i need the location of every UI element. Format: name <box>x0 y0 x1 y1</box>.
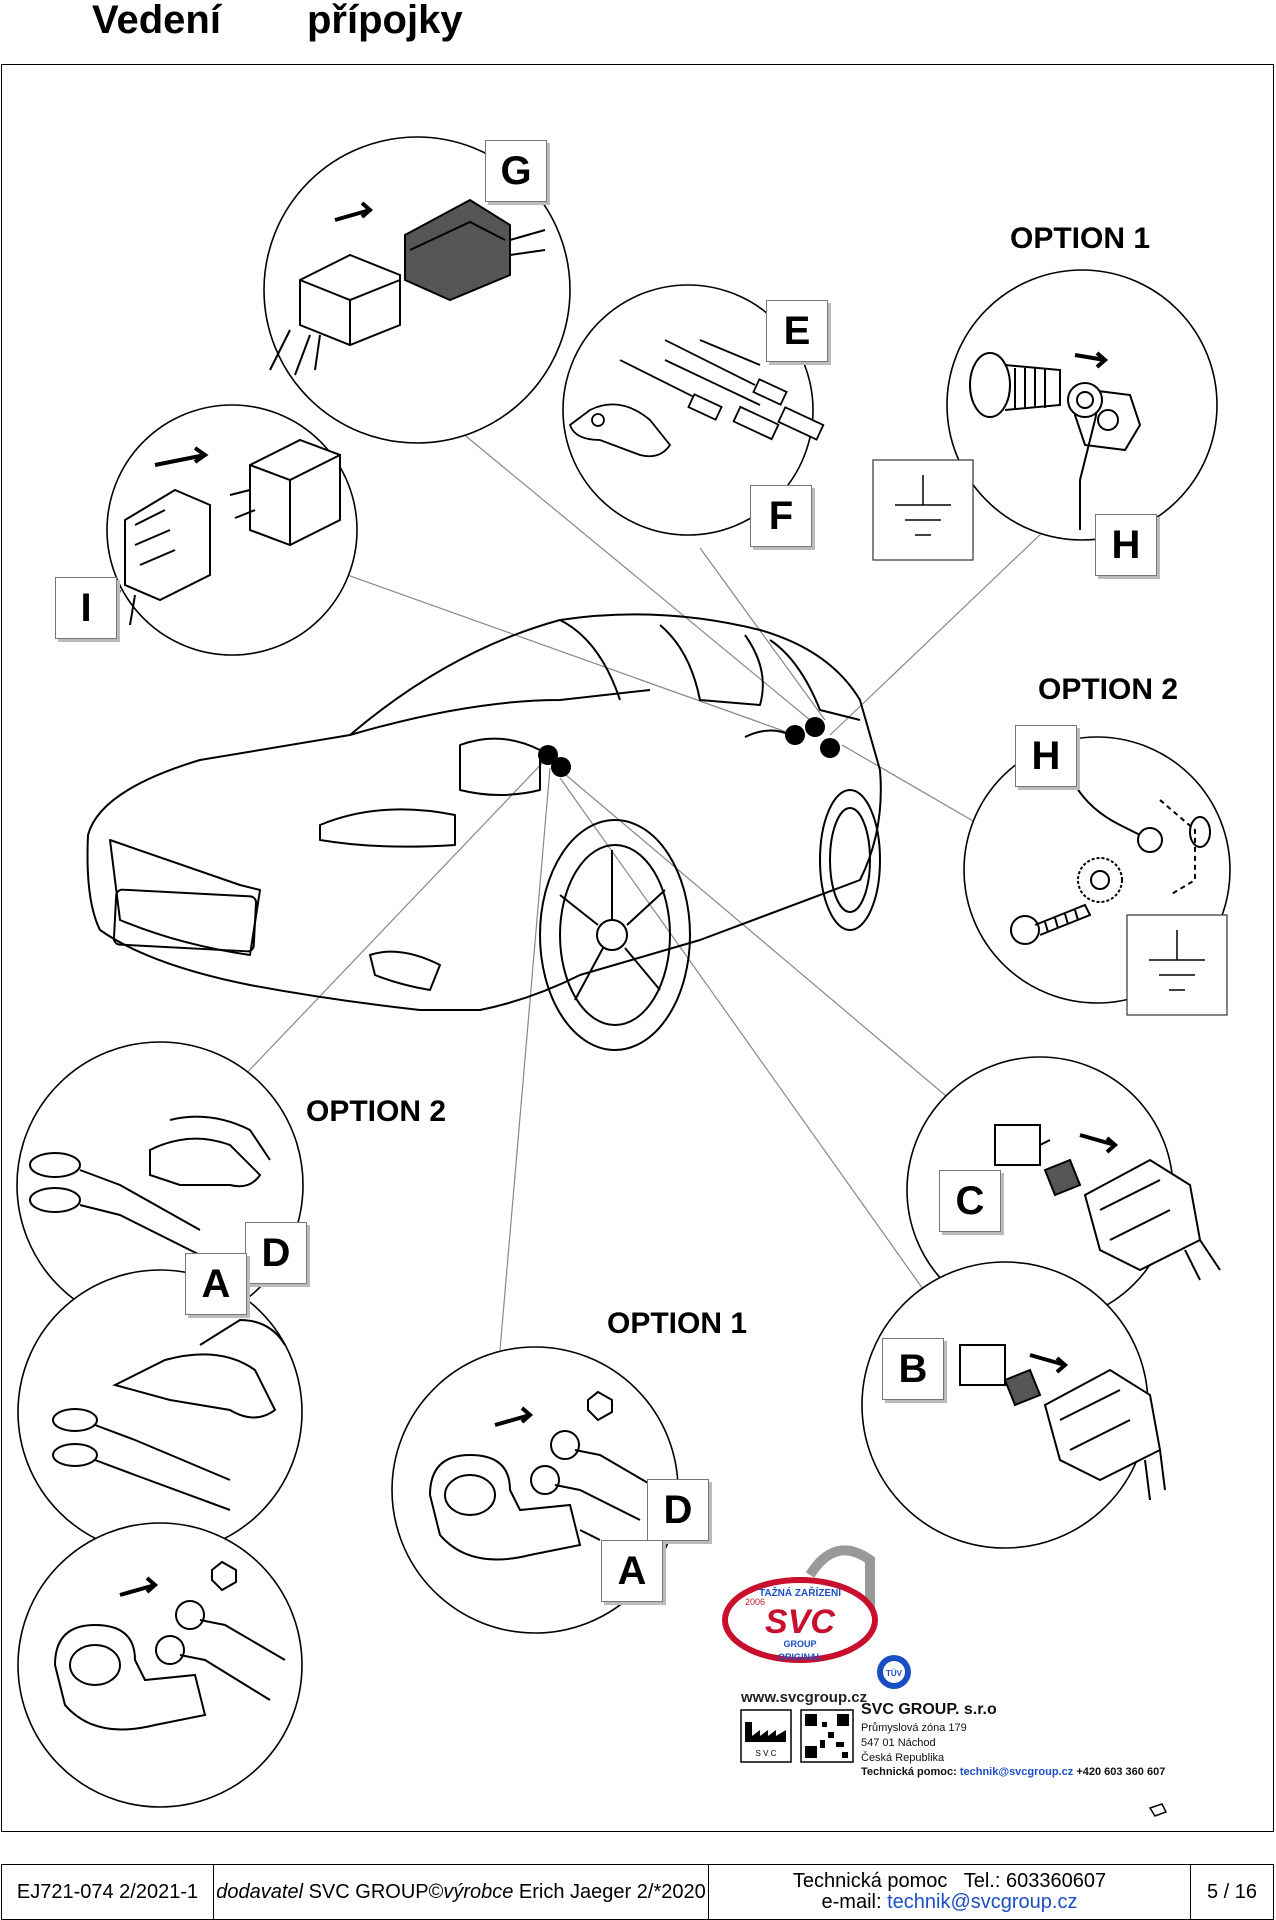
page-footer: EJ721-074 2/2021-1 dodavatel SVC GROUP©v… <box>1 1864 1274 1920</box>
brand-contact: Technická pomoc: technik@svcgroup.cz +42… <box>861 1766 1165 1778</box>
detail-option2-left-ring <box>53 1560 286 1731</box>
label-f: F <box>750 485 812 547</box>
detail-option1-center-rings <box>428 1390 661 1561</box>
footer-help: Technická pomoc Tel.: 603360607 e-mail: … <box>709 1865 1191 1919</box>
label-a-center: A <box>601 1540 663 1602</box>
car-illustration <box>86 613 882 1051</box>
label-i: I <box>55 577 117 639</box>
option2-left-caption: OPTION 2 <box>306 1095 447 1128</box>
label-b: B <box>882 1338 944 1400</box>
footer-maker-prefix: výrobce <box>443 1880 514 1903</box>
svc-logo: SVC TAŽNÁ ZAŘÍZENÍ GROUP ORIGINAL 2006 T… <box>722 1545 911 1689</box>
detail-option2-left-cut <box>29 1115 271 1256</box>
label-d-left: D <box>245 1222 307 1284</box>
label-h-option1: H <box>1095 514 1157 576</box>
footer-supplier-name: SVC GROUP© <box>303 1880 444 1903</box>
footer-supplier: dodavatel SVC GROUP©výrobce Erich Jaeger… <box>214 1865 709 1919</box>
qr-code <box>800 1709 854 1763</box>
detail-circle-ef <box>562 284 814 536</box>
label-e: E <box>766 300 828 362</box>
footer-supplier-prefix: dodavatel <box>216 1880 304 1903</box>
small-mark-icon <box>1148 1803 1168 1817</box>
leader-lines <box>239 389 1046 1351</box>
detail-i-relay <box>109 438 341 626</box>
option2-right-caption: OPTION 2 <box>1038 673 1179 706</box>
detail-h-option1-bolt <box>969 351 1142 530</box>
logo-group-text: GROUP <box>783 1639 816 1649</box>
diagram-frame <box>1 64 1274 1832</box>
option1-top-caption: OPTION 1 <box>1010 222 1151 255</box>
title-word-1: Vedení <box>92 0 221 42</box>
logo-svc-text: SVC <box>765 1603 835 1641</box>
detail-c-connector <box>994 1124 1221 1281</box>
factory-letters: S V C <box>756 1749 777 1758</box>
logo-arc-top: TAŽNÁ ZAŘÍZENÍ <box>759 1586 841 1599</box>
detail-b-connector <box>959 1344 1166 1501</box>
label-d-center: D <box>647 1479 709 1541</box>
logo-year-text: 2006 <box>745 1597 765 1607</box>
brand-contact-phone: +420 603 360 607 <box>1076 1766 1166 1778</box>
detail-circle-g <box>263 136 571 444</box>
brand-address1: Průmyslová zóna 179 <box>861 1722 967 1734</box>
option1-center-caption: OPTION 1 <box>607 1307 748 1340</box>
footer-doc-code: EJ721-074 2/2021-1 <box>2 1865 214 1919</box>
ground-symbol-option1 <box>872 459 974 561</box>
label-h-option2: H <box>1015 725 1077 787</box>
footer-help-phone: Technická pomoc Tel.: 603360607 <box>792 1870 1107 1892</box>
brand-address2: 547 01 Náchod <box>861 1737 936 1749</box>
detail-option2-left-crimp <box>52 1318 286 1511</box>
tuv-text: TÜV <box>886 1669 903 1678</box>
footer-page-number: 5 / 16 <box>1206 1880 1258 1903</box>
label-g: G <box>485 140 547 202</box>
brand-company: SVC GROUP. s.r.o <box>861 1701 997 1718</box>
detail-h-option2-screw <box>1010 784 1211 945</box>
footer-help-email-line: e-mail: technik@svcgroup.cz <box>822 1892 1078 1913</box>
footer-maker-name: Erich Jaeger 2/*2020 <box>513 1880 706 1903</box>
footer-help-email-link[interactable]: technik@svcgroup.cz <box>887 1891 1078 1913</box>
brand-country: Česká Republika <box>861 1752 945 1764</box>
brand-website: www.svcgroup.cz <box>741 1689 868 1706</box>
label-c: C <box>939 1170 1001 1232</box>
detail-g-connectors <box>269 198 546 376</box>
factory-icon: S V C <box>740 1709 792 1763</box>
title-word-2: přípojky <box>307 0 463 42</box>
footer-help-email-prefix: e-mail: <box>821 1891 888 1913</box>
detail-ef-crimping <box>568 339 825 458</box>
detail-circle-option2-left-ring <box>17 1522 303 1808</box>
brand-contact-email[interactable]: technik@svcgroup.cz <box>959 1766 1074 1778</box>
ground-symbol-option2 <box>1126 914 1228 1016</box>
label-a-left: A <box>185 1253 247 1315</box>
logo-bottom-text: ORIGINAL <box>778 1652 823 1662</box>
page-title: Vedení přípojky <box>92 0 463 42</box>
brand-contact-label: Technická pomoc: <box>861 1766 957 1778</box>
connection-points <box>538 717 840 777</box>
